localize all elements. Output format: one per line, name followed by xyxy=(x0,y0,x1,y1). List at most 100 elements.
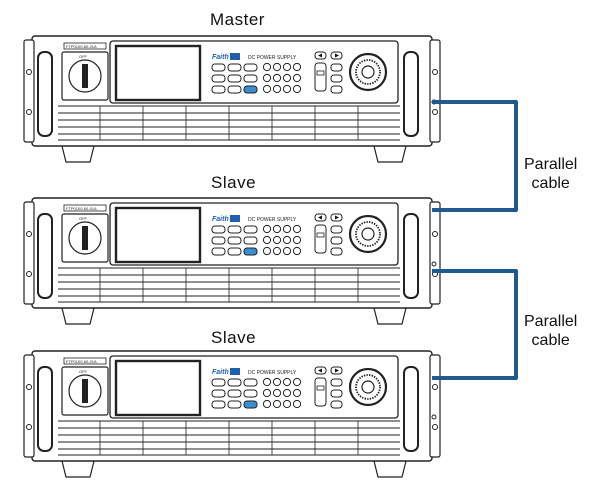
slave-unit-2-label: Slave xyxy=(211,328,257,347)
numeric-key xyxy=(272,246,282,256)
function-key xyxy=(227,378,242,387)
numeric-key xyxy=(272,388,282,398)
parallel-cable-1 xyxy=(432,100,518,212)
output-key xyxy=(314,62,327,92)
master-unit-label: Master xyxy=(210,10,265,29)
numeric-key xyxy=(272,235,282,245)
arrow-right-icon xyxy=(335,215,339,220)
rack-ear-left xyxy=(23,201,35,305)
brand-mark xyxy=(230,368,240,375)
function-key xyxy=(227,63,242,72)
mode-key xyxy=(330,225,343,234)
function-key xyxy=(243,85,258,94)
function-key xyxy=(243,225,258,234)
parallel-cable-1-label: Parallel cable xyxy=(524,155,577,193)
foot xyxy=(373,145,407,163)
output-key xyxy=(314,377,327,407)
rack-screw xyxy=(432,384,438,390)
handle-left xyxy=(37,213,53,299)
function-key xyxy=(243,236,258,245)
mode-key xyxy=(330,74,343,83)
mode-key xyxy=(330,236,343,245)
rack-screw xyxy=(432,69,438,75)
model-tag xyxy=(63,357,107,365)
cable-2-line1: Parallel xyxy=(524,313,578,330)
rack-screw xyxy=(432,231,438,237)
handle-left xyxy=(37,366,53,452)
numeric-key xyxy=(282,246,292,256)
parallel-port xyxy=(431,414,437,420)
switch-off-text: OFF xyxy=(79,54,88,59)
numeric-key xyxy=(292,224,302,234)
numeric-key xyxy=(272,73,282,83)
numeric-key xyxy=(262,235,272,245)
rack-screw xyxy=(432,424,438,430)
model-tag xyxy=(63,42,107,50)
numeric-key xyxy=(262,73,272,83)
panel-title: DC POWER SUPPLY xyxy=(248,217,297,223)
rotary-knob-icon xyxy=(361,380,375,394)
numeric-key xyxy=(282,84,292,94)
function-key xyxy=(211,74,226,83)
output-indicator xyxy=(316,70,325,76)
switch-off-text: OFF xyxy=(79,216,88,221)
parallel-cable-2 xyxy=(432,269,518,380)
brand-logo: Faith xyxy=(212,54,229,61)
numeric-key xyxy=(262,388,272,398)
numeric-key xyxy=(262,377,272,387)
display-screen xyxy=(114,359,202,417)
display-screen xyxy=(114,44,202,102)
output-indicator xyxy=(316,385,325,391)
parallel-port xyxy=(431,261,437,267)
rack-screw xyxy=(26,424,32,430)
rack-screw xyxy=(26,384,32,390)
numeric-key xyxy=(292,399,302,409)
output-key xyxy=(314,224,327,254)
function-key xyxy=(211,236,226,245)
function-key xyxy=(227,247,242,256)
foot xyxy=(61,460,95,478)
mode-key xyxy=(330,400,343,409)
numeric-key xyxy=(262,62,272,72)
power-supply-unit: FTP0100-60-01A OFF Faith DC POWER SUPPLY xyxy=(23,197,441,325)
function-key xyxy=(227,389,242,398)
model-tag-text: FTP0100-60-01A xyxy=(66,206,97,211)
function-key xyxy=(211,225,226,234)
numeric-key xyxy=(272,377,282,387)
numeric-key xyxy=(292,388,302,398)
function-key xyxy=(211,63,226,72)
numeric-key xyxy=(262,224,272,234)
switch-lever xyxy=(82,226,88,250)
rack-ear-left xyxy=(23,354,35,458)
power-supply-unit: FTP0100-60-01A OFF Faith DC POWER SUPPLY xyxy=(23,35,441,163)
arrow-left-icon xyxy=(318,368,322,373)
function-key xyxy=(211,389,226,398)
brand-mark xyxy=(230,53,240,60)
handle-right xyxy=(403,51,419,137)
function-key xyxy=(243,63,258,72)
cable-1-line2: cable xyxy=(531,175,570,192)
function-key xyxy=(243,400,258,409)
numeric-key xyxy=(292,73,302,83)
numeric-key xyxy=(272,399,282,409)
numeric-key xyxy=(282,224,292,234)
foot xyxy=(373,460,407,478)
handle-right xyxy=(403,366,419,452)
rotary-knob-icon xyxy=(361,65,375,79)
model-tag-text: FTP0100-60-01A xyxy=(66,44,97,49)
panel-title: DC POWER SUPPLY xyxy=(248,55,297,61)
mode-key xyxy=(330,85,343,94)
function-key xyxy=(211,247,226,256)
switch-off-text: OFF xyxy=(79,369,88,374)
panel-title: DC POWER SUPPLY xyxy=(248,370,297,376)
numeric-key xyxy=(282,73,292,83)
rack-ear-right xyxy=(429,39,441,143)
numeric-key xyxy=(262,399,272,409)
display-screen xyxy=(114,206,202,264)
numeric-key xyxy=(272,62,282,72)
brand-logo: Faith xyxy=(212,216,229,223)
model-tag xyxy=(63,204,107,212)
arrow-right-icon xyxy=(335,368,339,373)
numeric-key xyxy=(292,84,302,94)
